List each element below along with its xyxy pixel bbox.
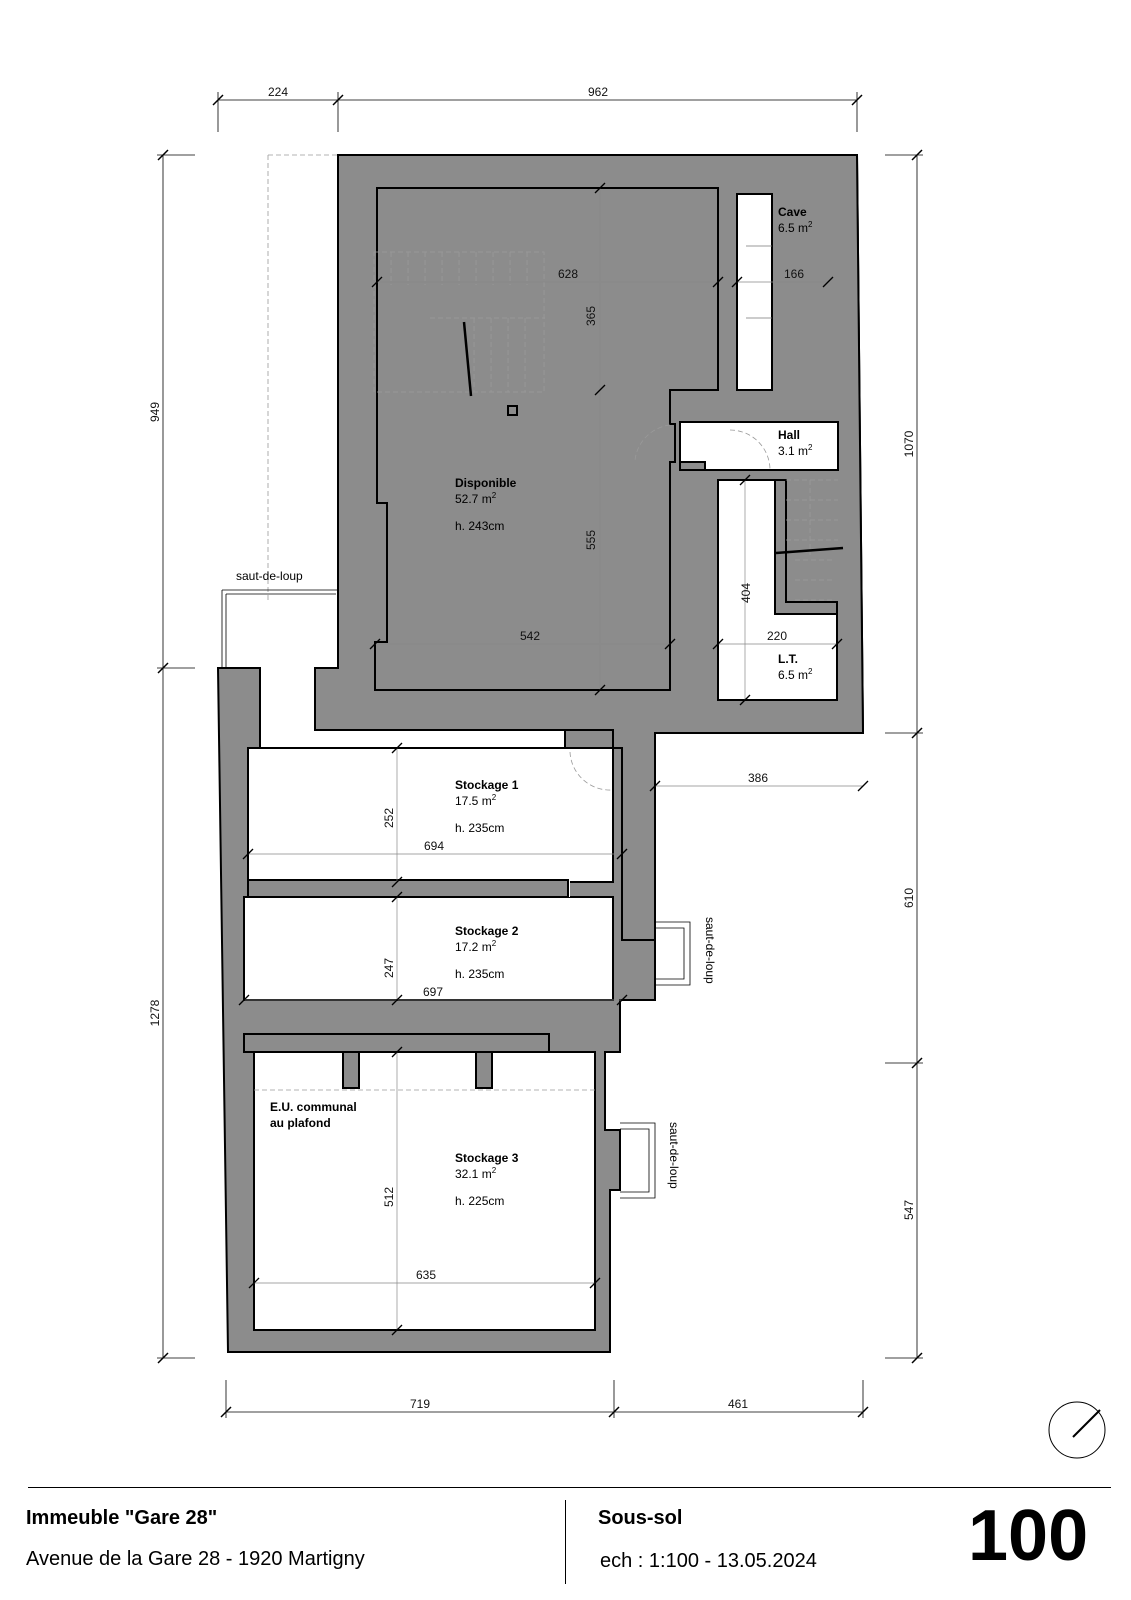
level-title: Sous-sol bbox=[598, 1507, 683, 1529]
dim-635: 635 bbox=[416, 1268, 436, 1282]
room-stockage1-area: 17.5 m2 bbox=[455, 793, 497, 808]
dim-220: 220 bbox=[767, 629, 787, 643]
dim-left-lower: 1278 bbox=[148, 999, 162, 1026]
sheet-number: 100 bbox=[968, 1496, 1089, 1576]
room-disponible-height: h. 243cm bbox=[455, 519, 504, 533]
saut-de-loup-label-3: saut-de-loup bbox=[667, 1122, 681, 1189]
dim-right-middle: 610 bbox=[902, 888, 916, 908]
interior-ticks bbox=[238, 182, 869, 1336]
room-lt-area: 6.5 m2 bbox=[778, 667, 813, 682]
room-cave-area: 6.5 m2 bbox=[778, 220, 813, 235]
dim-right-lower: 547 bbox=[902, 1200, 916, 1220]
stairs-main bbox=[373, 251, 545, 393]
wall-lower bbox=[216, 667, 656, 1353]
dim-247: 247 bbox=[382, 958, 396, 978]
footer-separator bbox=[565, 1500, 566, 1584]
dim-bottom-left: 719 bbox=[410, 1397, 430, 1411]
dim-365: 365 bbox=[584, 306, 598, 326]
room-hall-name: Hall bbox=[778, 428, 800, 442]
dim-right-upper: 1070 bbox=[902, 430, 916, 457]
stairs-hall bbox=[786, 479, 838, 601]
dim-252: 252 bbox=[382, 808, 396, 828]
scale-date: ech : 1:100 - 13.05.2024 bbox=[600, 1550, 817, 1572]
room-stockage2-height: h. 235cm bbox=[455, 967, 504, 981]
room-cave-name: Cave bbox=[778, 205, 807, 219]
dim-697: 697 bbox=[423, 985, 443, 999]
dim-top-left: 224 bbox=[268, 85, 288, 99]
footer-divider bbox=[28, 1487, 1111, 1488]
room-stockage3-name: Stockage 3 bbox=[455, 1151, 519, 1165]
dim-bottom-right: 461 bbox=[728, 1397, 748, 1411]
cave-shelves bbox=[746, 245, 772, 319]
door-disponible[interactable] bbox=[634, 424, 671, 461]
room-stockage2-area: 17.2 m2 bbox=[455, 939, 497, 954]
dimension-lines bbox=[157, 92, 923, 1418]
dim-628: 628 bbox=[558, 267, 578, 281]
project-address: Avenue de la Gare 28 - 1920 Martigny bbox=[26, 1548, 365, 1570]
dim-555: 555 bbox=[584, 530, 598, 550]
dim-542: 542 bbox=[520, 629, 540, 643]
room-stockage2-name: Stockage 2 bbox=[455, 924, 519, 938]
dimension-ticks bbox=[157, 94, 923, 1418]
door-hall[interactable] bbox=[729, 429, 771, 471]
room-disponible-name: Disponible bbox=[455, 476, 517, 490]
window-well-right-1 bbox=[655, 921, 691, 986]
room-hall-area: 3.1 m2 bbox=[778, 443, 813, 458]
ghost-outline bbox=[267, 154, 338, 600]
pillar-right bbox=[475, 1051, 493, 1089]
room-stockage1-height: h. 235cm bbox=[455, 821, 504, 835]
door-stockage1[interactable] bbox=[569, 751, 613, 791]
window-well-right-2 bbox=[620, 1122, 656, 1199]
saut-de-loup-label-1: saut-de-loup bbox=[236, 569, 303, 583]
dim-512: 512 bbox=[382, 1187, 396, 1207]
dim-404: 404 bbox=[739, 583, 753, 603]
project-title: Immeuble "Gare 28" bbox=[26, 1507, 218, 1529]
stair-cut-line bbox=[462, 321, 473, 397]
dim-left-upper: 949 bbox=[148, 402, 162, 422]
partition-2-3 bbox=[243, 1033, 550, 1053]
dim-top-right: 962 bbox=[588, 85, 608, 99]
dim-694: 694 bbox=[424, 839, 444, 853]
room-lt-name: L.T. bbox=[778, 652, 798, 666]
dim-166: 166 bbox=[784, 267, 804, 281]
saut-de-loup-label-2: saut-de-loup bbox=[703, 917, 717, 984]
window-well-left bbox=[221, 589, 338, 668]
room-stockage1-name: Stockage 1 bbox=[455, 778, 519, 792]
partition-1-2 bbox=[247, 879, 569, 898]
dim-386: 386 bbox=[748, 771, 768, 785]
pillar-left bbox=[342, 1051, 360, 1089]
column bbox=[507, 405, 518, 416]
north-arrow bbox=[1048, 1401, 1106, 1459]
room-disponible-area: 52.7 m2 bbox=[455, 491, 497, 506]
interior-dimensions bbox=[244, 188, 863, 1330]
room-stockage3-area: 32.1 m2 bbox=[455, 1166, 497, 1181]
hall-stair-cut-line bbox=[775, 546, 844, 555]
note-eu-line1: E.U. communal bbox=[270, 1100, 357, 1114]
note-eu-line2: au plafond bbox=[270, 1116, 331, 1130]
room-stockage3-height: h. 225cm bbox=[455, 1194, 504, 1208]
